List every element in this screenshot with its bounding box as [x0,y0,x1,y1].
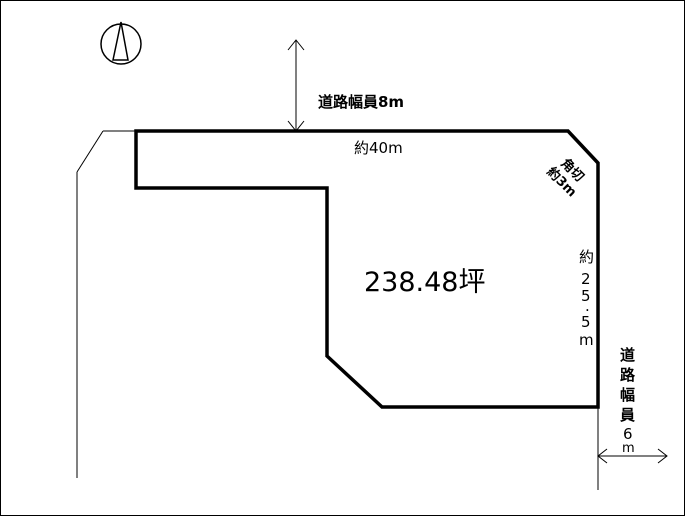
road-right-char: m [622,441,635,456]
side-label-char: 約 [579,248,594,266]
road-right-label: 道 路 幅 員 6 m [619,346,636,456]
plot-outline [134,129,600,409]
side-label-char: m [579,331,594,349]
road-right-char: 員 [619,406,635,424]
side-label: 約 2 5 . 5 m [579,248,594,349]
north-arrow-icon [100,21,142,65]
road-right-char: 路 [620,366,636,384]
corner-cut-label: 角切 約3m [543,155,587,200]
road-top-label: 道路幅員8m [318,93,404,111]
side-label-char: 5 [581,313,591,331]
road-right-char: 幅 [620,386,635,404]
area-label: 238.48坪 [364,267,485,298]
road-right-width-arrow [597,448,668,464]
road-right-char: 道 [620,346,635,364]
road-right-char: 6 [623,425,633,443]
side-label-char: . [585,297,590,315]
side-label-char: 2 [581,270,591,288]
road-top-width-arrow [287,39,305,132]
left-road-corner [76,130,104,173]
side-label-char: 5 [581,287,591,305]
frontage-label: 約40m [354,139,403,157]
